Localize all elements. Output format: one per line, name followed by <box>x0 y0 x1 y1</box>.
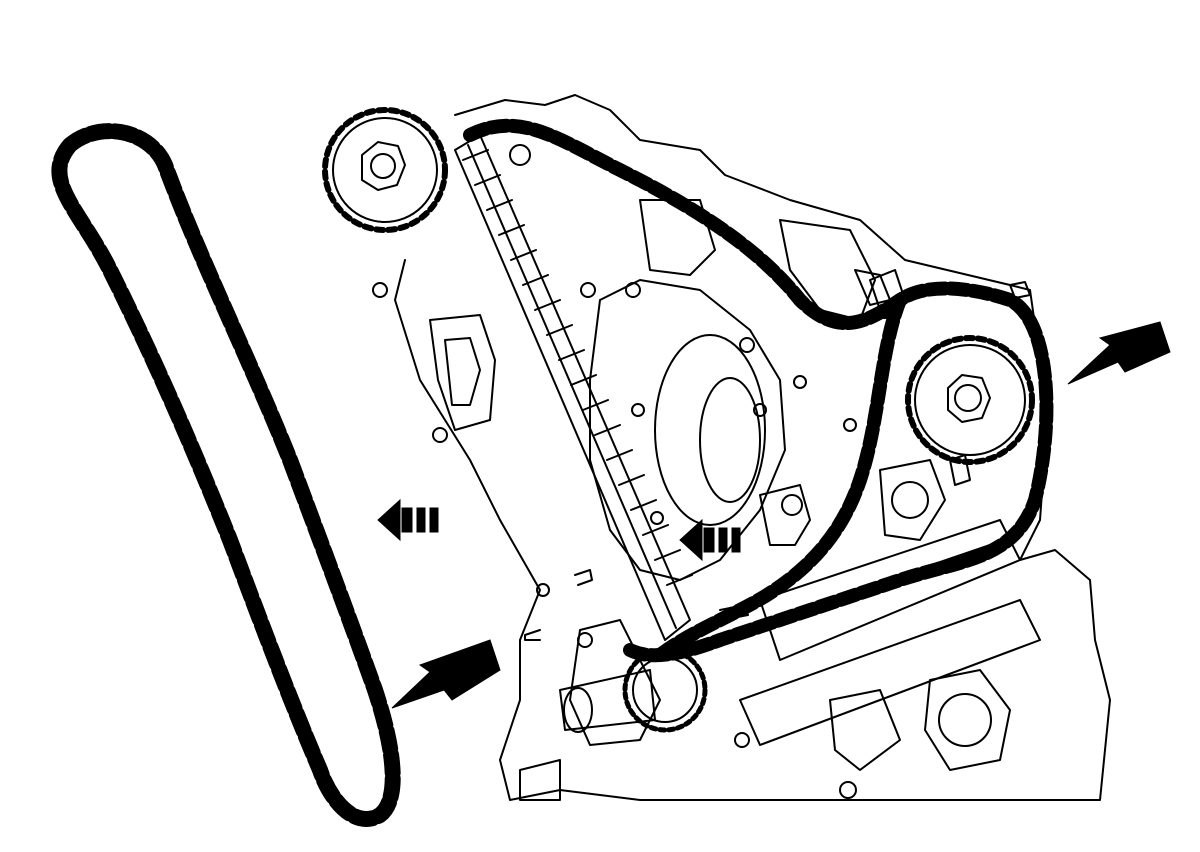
callout-arrow-right-chain <box>1067 321 1171 385</box>
removal-arrow-center <box>679 518 741 562</box>
timing-chain-removed <box>51 123 401 827</box>
timing-chain-installed <box>463 118 1054 663</box>
camshaft-sprocket-upper <box>322 107 448 233</box>
chain-guide <box>454 134 693 641</box>
callout-arrow-chain <box>391 639 501 709</box>
camshaft-sprocket-right <box>905 335 1035 486</box>
engine-front-cover <box>372 94 1111 801</box>
removal-arrow-left <box>377 498 439 542</box>
crankshaft-sprocket <box>622 647 708 733</box>
